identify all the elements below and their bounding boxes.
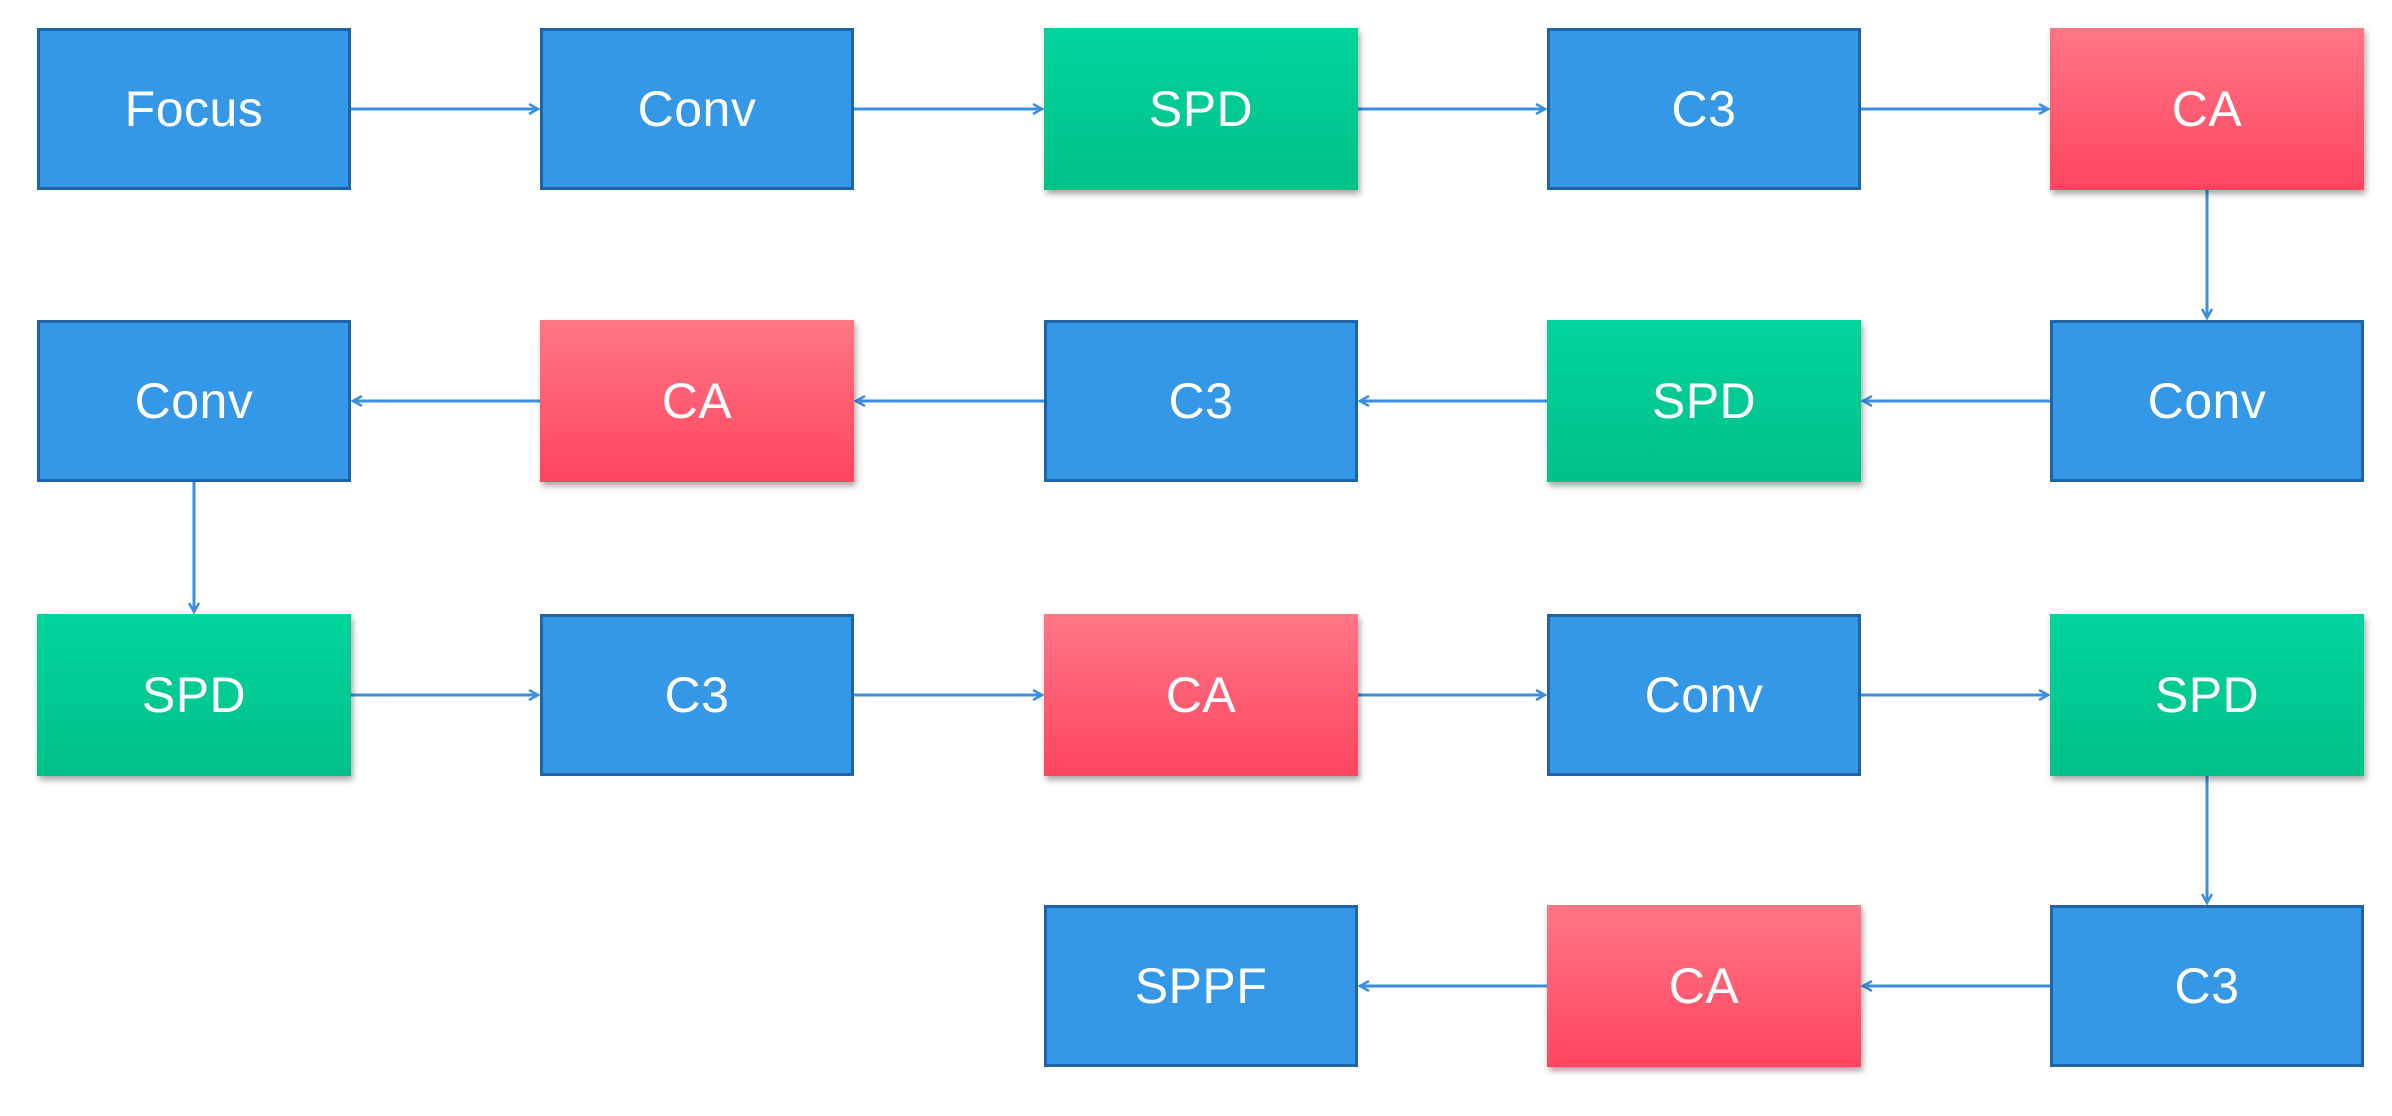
node-ca: CA [1044,614,1358,776]
node-label: C3 [664,667,730,723]
node-label: Focus [124,81,264,137]
node-label: SPD [1651,373,1757,429]
node-label: C3 [1168,373,1234,429]
node-label: CA [661,373,733,429]
node-label: Conv [1644,667,1764,723]
node-label: Conv [637,81,757,137]
node-label: Conv [134,373,254,429]
node-label: SPD [1148,81,1254,137]
node-ca: CA [1547,905,1861,1067]
node-c3: C3 [1044,320,1358,482]
node-label: SPD [141,667,247,723]
node-conv: Conv [540,28,854,190]
node-label: CA [2171,81,2243,137]
node-spd: SPD [2050,614,2364,776]
node-c3: C3 [2050,905,2364,1067]
node-conv: Conv [37,320,351,482]
node-spd: SPD [1044,28,1358,190]
node-label: C3 [2174,958,2240,1014]
node-label: SPD [2154,667,2260,723]
node-ca: CA [2050,28,2364,190]
node-label: CA [1668,958,1740,1014]
node-c3: C3 [540,614,854,776]
node-conv: Conv [1547,614,1861,776]
node-label: C3 [1671,81,1737,137]
node-sppf: SPPF [1044,905,1358,1067]
node-label: Conv [2147,373,2267,429]
node-focus: Focus [37,28,351,190]
node-label: CA [1165,667,1237,723]
node-spd: SPD [1547,320,1861,482]
node-c3: C3 [1547,28,1861,190]
node-ca: CA [540,320,854,482]
node-conv: Conv [2050,320,2364,482]
node-spd: SPD [37,614,351,776]
node-label: SPPF [1134,958,1268,1014]
